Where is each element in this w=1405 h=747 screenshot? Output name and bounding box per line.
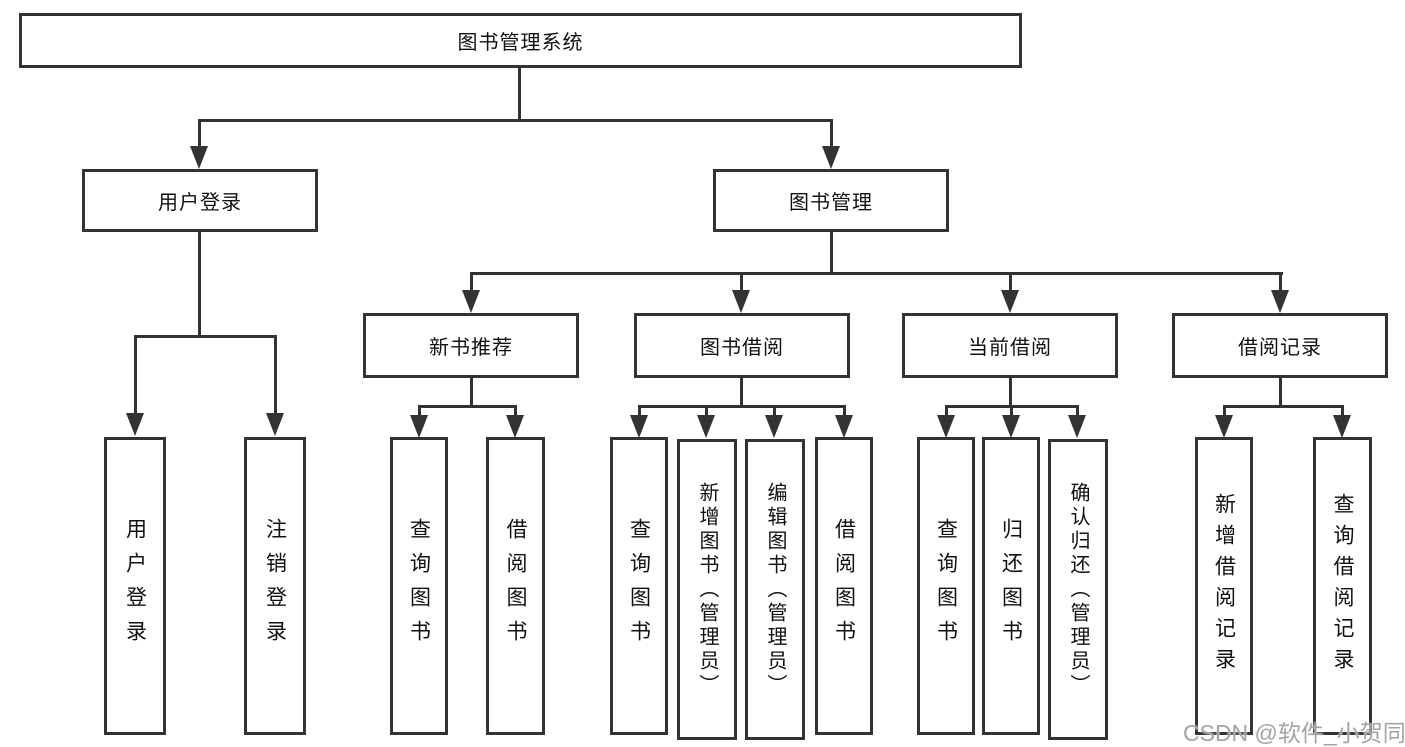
arrow-down-icon — [630, 415, 648, 438]
arrow-down-icon — [1333, 415, 1351, 438]
connector-line — [1009, 378, 1012, 407]
node-label: 用户登录 — [158, 192, 242, 214]
arrow-down-icon — [697, 415, 715, 438]
leaf-logout: 注销登录 — [244, 437, 306, 735]
leaf-label: 用户登录 — [123, 518, 147, 654]
node-user-login: 用户登录 — [82, 169, 318, 232]
csdn-watermark: CSDN @软件_小贺同学 — [1183, 720, 1405, 746]
leaf-label: 查询借阅记录 — [1331, 493, 1354, 679]
connector-line — [198, 119, 833, 122]
connector-line — [198, 232, 201, 338]
connector-line — [198, 119, 201, 147]
leaf-label: 查询图书 — [627, 518, 651, 654]
connector-line — [470, 378, 473, 407]
leaf-add-borrow-record: 新增借阅记录 — [1195, 437, 1253, 735]
arrow-down-icon — [1271, 290, 1289, 313]
leaf-label: 归还图书 — [999, 518, 1023, 654]
leaf-add-books-admin: 新增图书（管理员） — [677, 439, 737, 740]
leaf-label: 确认归还（管理员） — [1067, 481, 1089, 698]
connector-line — [134, 335, 277, 338]
leaf-borrow-books-borrowing: 借阅图书 — [815, 437, 873, 735]
connector-line — [1223, 405, 1344, 408]
node-label: 图书管理 — [789, 192, 873, 214]
leaf-label: 借阅图书 — [504, 518, 527, 654]
connector-line — [1279, 272, 1282, 292]
leaf-label: 注销登录 — [263, 518, 287, 654]
leaf-label: 新增图书（管理员） — [696, 481, 718, 698]
leaf-confirm-return-admin: 确认归还（管理员） — [1048, 439, 1108, 740]
leaf-query-books-borrowing: 查询图书 — [610, 437, 668, 735]
connector-line — [418, 405, 517, 408]
connector-line — [418, 405, 421, 417]
arrow-down-icon — [1068, 415, 1086, 438]
arrow-down-icon — [126, 413, 144, 436]
connector-line — [705, 405, 708, 417]
arrow-down-icon — [1002, 415, 1020, 438]
arrow-down-icon — [1001, 290, 1019, 313]
arrow-down-icon — [266, 413, 284, 436]
node-label: 图书借阅 — [700, 337, 784, 359]
connector-line — [518, 68, 521, 119]
connector-line — [514, 405, 517, 417]
connector-line — [740, 272, 743, 292]
node-new-book-recommend: 新书推荐 — [363, 313, 579, 378]
node-book-management: 图书管理 — [713, 169, 949, 232]
leaf-user-login: 用户登录 — [104, 437, 166, 735]
node-label: 新书推荐 — [429, 337, 513, 359]
connector-line — [470, 272, 1283, 275]
connector-line — [1279, 378, 1282, 407]
arrow-down-icon — [462, 290, 480, 313]
node-book-borrowing: 图书借阅 — [634, 313, 850, 378]
node-label: 图书管理系统 — [457, 32, 584, 54]
connector-line — [638, 405, 641, 417]
connector-line — [638, 405, 846, 408]
connector-line — [470, 272, 473, 292]
connector-line — [1010, 405, 1013, 417]
arrow-down-icon — [937, 415, 955, 438]
leaf-query-books-current: 查询图书 — [917, 437, 975, 735]
leaf-return-books: 归还图书 — [982, 437, 1040, 735]
connector-line — [830, 119, 833, 147]
arrow-down-icon — [190, 146, 208, 169]
leaf-edit-books-admin: 编辑图书（管理员） — [745, 439, 805, 740]
arrow-down-icon — [765, 415, 783, 438]
leaf-label: 查询图书 — [934, 518, 958, 654]
connector-line — [945, 405, 948, 417]
connector-line — [1076, 405, 1079, 417]
connector-line — [134, 335, 137, 415]
leaf-query-books-recommend: 查询图书 — [390, 437, 448, 735]
node-borrowing-records: 借阅记录 — [1172, 313, 1388, 378]
arrow-down-icon — [506, 415, 524, 438]
arrow-down-icon — [835, 415, 853, 438]
arrow-down-icon — [1215, 415, 1233, 438]
leaf-query-borrow-record: 查询借阅记录 — [1313, 437, 1372, 735]
arrow-down-icon — [410, 415, 428, 438]
connector-line — [1009, 272, 1012, 292]
leaf-borrow-books-recommend: 借阅图书 — [486, 437, 545, 735]
leaf-label: 新增借阅记录 — [1212, 493, 1236, 679]
connector-line — [274, 335, 277, 415]
arrow-down-icon — [822, 146, 840, 169]
connector-line — [843, 405, 846, 417]
node-label: 借阅记录 — [1238, 337, 1322, 359]
connector-line — [740, 378, 743, 407]
connector-line — [773, 405, 776, 417]
node-label: 当前借阅 — [968, 337, 1052, 359]
connector-line — [1341, 405, 1344, 417]
connector-line — [1223, 405, 1226, 417]
arrow-down-icon — [732, 290, 750, 313]
leaf-label: 编辑图书（管理员） — [764, 481, 786, 698]
connector-line — [830, 232, 833, 275]
leaf-label: 查询图书 — [407, 518, 431, 654]
leaf-label: 借阅图书 — [832, 518, 856, 654]
node-library-management-system: 图书管理系统 — [19, 13, 1022, 68]
node-current-borrowing: 当前借阅 — [902, 313, 1118, 378]
